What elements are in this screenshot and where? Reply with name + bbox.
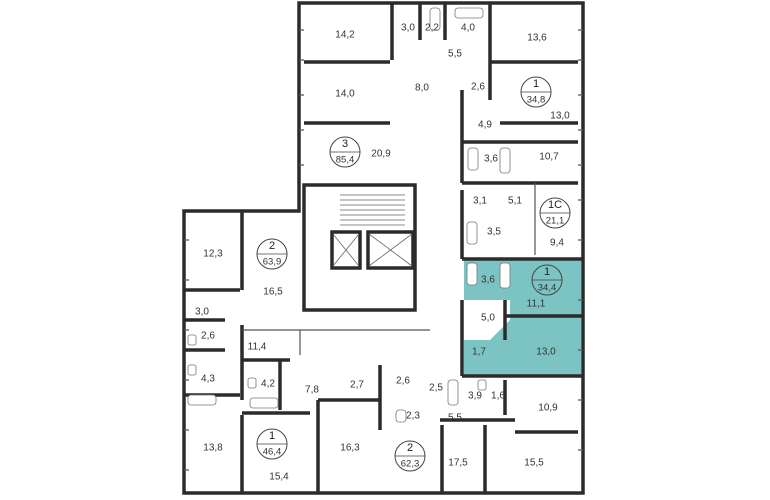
room-area: 2,6 (396, 376, 410, 387)
room-area: 3,0 (401, 23, 415, 34)
apartment-area: 63,9 (263, 257, 282, 268)
room-area: 1,6 (491, 391, 505, 402)
room-area-labels: 14,2 3,0 2,2 4,0 13,6 5,5 14,0 8,0 2,6 1… (195, 23, 570, 483)
stairwell (332, 194, 413, 267)
room-area: 3,9 (468, 391, 482, 402)
room-area: 5,0 (481, 313, 495, 324)
room-area: 5,1 (508, 196, 522, 207)
sanitary-fixtures (187, 7, 511, 423)
room-area: 11,4 (248, 342, 267, 353)
room-area: 1,7 (472, 347, 486, 358)
apartment-markers (256, 76, 571, 472)
room-area: 14,0 (335, 89, 355, 100)
room-area: 17,5 (448, 458, 468, 469)
highlighted-apartment-number[interactable]: 1 (544, 266, 550, 278)
room-area: 13,8 (203, 443, 223, 454)
room-area: 3,6 (484, 154, 498, 165)
room-area: 10,7 (539, 152, 559, 163)
room-area: 8,0 (415, 83, 429, 94)
apartment-number[interactable]: 1 (533, 78, 539, 90)
apartment-area: 46,4 (263, 447, 282, 458)
room-area: 13,6 (527, 33, 547, 44)
room-area: 4,0 (461, 23, 475, 34)
room-area: 15,4 (269, 472, 289, 483)
room-area: 10,9 (538, 403, 558, 414)
room-area: 2,5 (429, 383, 443, 394)
room-area: 12,3 (203, 249, 223, 260)
room-area: 14,2 (335, 30, 355, 41)
room-area: 13,0 (536, 347, 556, 358)
room-area: 2,6 (201, 331, 215, 342)
room-area: 4,3 (201, 374, 215, 385)
room-area: 15,5 (524, 458, 544, 469)
apartment-number[interactable]: 1С (548, 199, 562, 211)
room-area: 5,5 (448, 49, 462, 60)
room-area: 3,6 (481, 275, 495, 286)
interior-walls (184, 3, 583, 493)
room-area: 11,1 (527, 299, 546, 310)
room-area: 4,9 (478, 120, 492, 131)
room-area: 2,6 (471, 82, 485, 93)
apartment-number[interactable]: 2 (269, 240, 275, 252)
room-area: 13,0 (550, 111, 570, 122)
apartment-number[interactable]: 1 (269, 430, 275, 442)
room-area: 4,2 (261, 379, 275, 390)
room-area: 7,8 (305, 385, 319, 396)
room-area: 16,3 (340, 443, 360, 454)
apartment-area: 34,8 (527, 95, 546, 106)
apartment-area: 85,4 (336, 155, 355, 166)
outer-walls (182, 1, 585, 495)
room-area: 5,5 (448, 413, 462, 424)
room-area: 3,5 (487, 227, 501, 238)
room-area: 2,7 (350, 380, 364, 391)
room-area: 2,3 (406, 411, 420, 422)
room-area: 2,2 (425, 23, 439, 34)
apartment-area: 21,1 (546, 216, 565, 227)
room-area: 3,1 (473, 196, 487, 207)
room-area: 3,0 (195, 307, 209, 318)
apartment-area: 62,3 (401, 459, 420, 470)
apartment-labels: 1 34,8 3 85,4 1С 21,1 2 63,9 1 34,4 1 46… (263, 78, 565, 470)
room-area: 9,4 (550, 238, 564, 249)
apartment-number[interactable]: 3 (342, 138, 348, 150)
room-area: 16,5 (263, 287, 283, 298)
highlighted-apartment-area: 34,4 (538, 283, 557, 294)
room-area: 20,9 (371, 149, 391, 160)
apartment-number[interactable]: 2 (407, 442, 413, 454)
